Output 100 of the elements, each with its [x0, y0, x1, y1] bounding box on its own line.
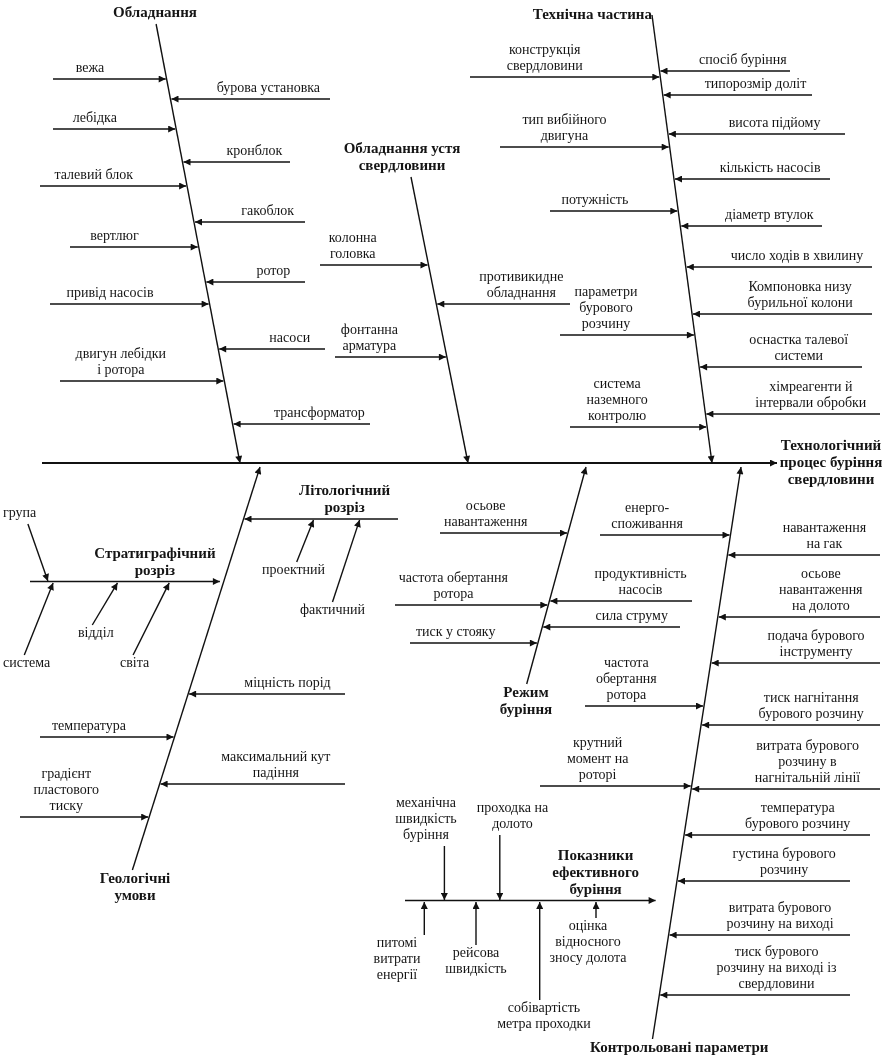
arrow [496, 834, 504, 901]
cause-label: конструкція свердловини [470, 42, 620, 77]
cause-label: витрата бурового розчину в нагнітальній лінії [735, 738, 880, 789]
arrow [39, 182, 187, 190]
arrow [319, 261, 429, 269]
cause-label: спосіб буріння [695, 52, 790, 71]
category-label: Технічна частина [532, 6, 652, 26]
cause-label: світа [120, 655, 150, 674]
category-label: Обладнання устя свердловини [307, 140, 497, 177]
arrow [404, 897, 657, 904]
arrow [680, 222, 823, 230]
arrow [592, 901, 600, 919]
arrow [677, 877, 851, 885]
arrow [132, 582, 170, 656]
arrow [331, 519, 361, 603]
arrow [440, 845, 448, 901]
arrow [232, 420, 371, 428]
cause-label: тип вибійного двигуна [500, 112, 629, 147]
arrow [659, 67, 791, 75]
cause-label: енерго- споживання [600, 500, 695, 535]
cause-label: типорозмір доліт [698, 76, 812, 95]
arrow [705, 410, 881, 418]
arrow [701, 721, 881, 729]
arrow [674, 175, 831, 183]
arrow [131, 466, 262, 871]
cause-label: колонна головка [320, 230, 386, 265]
cause-label: частота обертання ротора [585, 655, 668, 706]
category-label: Обладнання [95, 4, 215, 24]
cause-label: бурова установка [206, 80, 330, 99]
arrow [170, 95, 331, 103]
arrow [205, 278, 306, 286]
cause-label: кронблок [218, 143, 290, 162]
arrow [39, 733, 175, 741]
arrow [499, 143, 670, 151]
arrow [182, 158, 291, 166]
cause-label: лебідка [53, 110, 137, 129]
arrow [188, 690, 346, 698]
cause-label: відділ [78, 625, 114, 644]
arrow [91, 582, 119, 626]
arrow [52, 75, 167, 83]
cause-label: система [3, 655, 51, 674]
cause-label: кількість насосів [710, 160, 830, 179]
spine-arrow [41, 459, 778, 467]
cause-label: механічна швидкість буріння [380, 795, 472, 846]
arrow [472, 901, 480, 946]
cause-label: осьове навантаження [440, 498, 532, 533]
cause-label: Компоновка низу бурильної колони [728, 279, 872, 314]
arrow [651, 14, 715, 464]
cause-label: міцність порід [230, 675, 345, 694]
arrow [49, 300, 210, 308]
cause-label: тиск нагнітання бурового розчину [742, 690, 880, 725]
arrow [159, 780, 346, 788]
arrow [727, 551, 881, 559]
cause-label: сила струму [583, 608, 680, 627]
category-label: Контрольовані параметри [590, 1039, 769, 1059]
arrow [409, 639, 538, 647]
arrow [19, 813, 149, 821]
cause-label: проектний [262, 562, 326, 581]
arrow [394, 601, 548, 609]
arrow [584, 702, 704, 710]
arrow [539, 782, 692, 790]
cause-label: група [3, 505, 37, 524]
arrow [599, 531, 731, 539]
cause-label: діаметр втулок [716, 207, 822, 226]
arrow [718, 613, 881, 621]
arrow [59, 377, 224, 385]
arrow [194, 218, 306, 226]
arrow [243, 515, 399, 523]
arrow [569, 423, 707, 431]
arrow [439, 529, 568, 537]
cause-label: осьове навантаження на долото [761, 566, 880, 617]
cause-label: ротор [241, 263, 305, 282]
arrow [296, 519, 315, 563]
arrow [410, 176, 471, 464]
cause-label: густина бурового розчину [718, 846, 850, 881]
category-label: Режим буріння [486, 684, 566, 721]
arrow [663, 91, 813, 99]
arrow [155, 23, 243, 464]
cause-label: подача бурового інструменту [752, 628, 880, 663]
cause-label: насоси [254, 330, 325, 349]
cause-label: гакоблок [230, 203, 305, 222]
category-label: Стратиграфічний розріз [89, 545, 220, 582]
cause-label: питомі витрати енергії [358, 935, 436, 986]
arrow [651, 466, 744, 1040]
category-label: Показники ефективного буріння [535, 847, 656, 901]
cause-label: фактичний [300, 602, 366, 621]
cause-label: продуктивність насосів [588, 566, 692, 601]
cause-label: температура бурового розчину [725, 800, 870, 835]
cause-label: навантаження на гак [768, 520, 880, 555]
cause-label: висота підйому [704, 115, 845, 134]
cause-label: оцінка відносного зносу долота [548, 918, 628, 969]
category-label: Літологічний розріз [291, 482, 398, 519]
arrow [699, 363, 863, 371]
cause-label: талевий блок [40, 167, 148, 186]
cause-label: частота обертання ротора [395, 570, 512, 605]
arrow [29, 578, 221, 585]
arrow [52, 125, 176, 133]
arrow [27, 523, 49, 582]
effect-label: Технологічний процес буріння свердловини [778, 437, 884, 491]
cause-label: двигун лебідки і ротора [60, 346, 182, 381]
